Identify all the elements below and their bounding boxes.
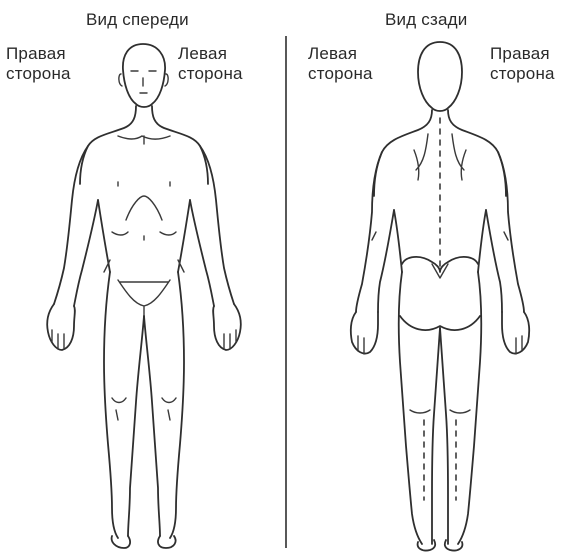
back-feet bbox=[418, 540, 463, 551]
front-right-hand bbox=[47, 304, 75, 350]
front-pelvis bbox=[118, 280, 170, 316]
back-figure bbox=[351, 42, 529, 551]
back-calf-lines bbox=[424, 420, 456, 500]
back-knee-creases bbox=[410, 410, 470, 413]
back-right-leg bbox=[440, 272, 481, 544]
front-feet bbox=[112, 536, 176, 548]
front-head bbox=[123, 44, 165, 107]
back-head bbox=[418, 42, 462, 111]
front-right-leg bbox=[104, 272, 144, 538]
front-right-arm bbox=[54, 146, 98, 306]
front-knees bbox=[112, 398, 176, 420]
front-left-hand bbox=[213, 304, 241, 350]
back-left-arm bbox=[356, 152, 394, 312]
front-left-leg bbox=[144, 272, 184, 538]
front-torso bbox=[80, 106, 208, 272]
back-right-arm bbox=[486, 152, 524, 312]
front-left-arm bbox=[190, 146, 234, 306]
back-buttocks bbox=[400, 257, 480, 330]
front-figure bbox=[47, 44, 241, 548]
back-left-leg bbox=[399, 272, 440, 544]
front-chest-details bbox=[104, 136, 184, 272]
